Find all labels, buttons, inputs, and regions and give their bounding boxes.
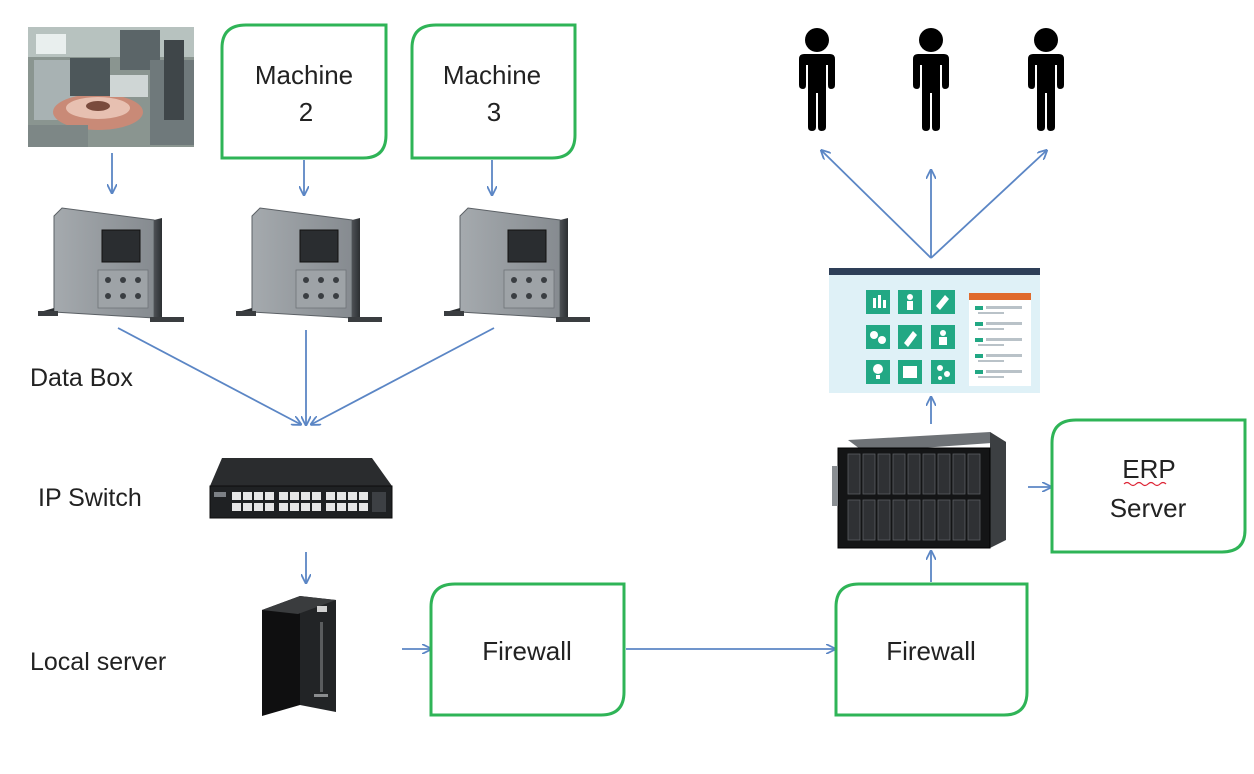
machine-1-photo bbox=[28, 27, 194, 147]
data-box-device-icon bbox=[235, 207, 383, 323]
machine-2-label-line2: 2 bbox=[299, 97, 313, 127]
machine-3-label-line2: 3 bbox=[487, 97, 501, 127]
arrow-databox1-switch bbox=[117, 327, 300, 424]
data-box-device-icon bbox=[443, 207, 591, 323]
local-server-label: Local server bbox=[30, 648, 166, 676]
machine-3-label-line1: Machine bbox=[443, 60, 541, 90]
arrow-dashboard-user1 bbox=[822, 151, 932, 259]
firewall-right-label: Firewall bbox=[886, 636, 976, 666]
machine-2-label-line1: Machine bbox=[255, 60, 353, 90]
erp-server-label-line1: ERP bbox=[1122, 454, 1175, 484]
firewall-right-box: Firewall bbox=[834, 582, 1029, 717]
firewall-left-label: Firewall bbox=[482, 636, 572, 666]
erp-server-box: ERP Server bbox=[1050, 418, 1247, 554]
blade-server-icon bbox=[832, 432, 1006, 549]
erp-server-label-line2: Server bbox=[1110, 493, 1187, 523]
arrow-databox3-switch bbox=[312, 327, 495, 424]
firewall-left-box: Firewall bbox=[429, 582, 626, 717]
arrow-dashboard-user3 bbox=[930, 151, 1046, 259]
data-box-label: Data Box bbox=[30, 364, 133, 392]
data-box-device-icon bbox=[37, 207, 185, 323]
machine-3-box: Machine 3 bbox=[410, 23, 577, 160]
network-switch-icon bbox=[209, 458, 393, 519]
ip-switch-label: IP Switch bbox=[38, 484, 142, 512]
machine-2-box: Machine 2 bbox=[220, 23, 388, 160]
person-icon bbox=[1028, 28, 1064, 131]
dashboard-screen-icon bbox=[829, 268, 1040, 393]
person-icon bbox=[913, 28, 949, 131]
person-icon bbox=[799, 28, 835, 131]
tower-server-icon bbox=[262, 596, 336, 716]
